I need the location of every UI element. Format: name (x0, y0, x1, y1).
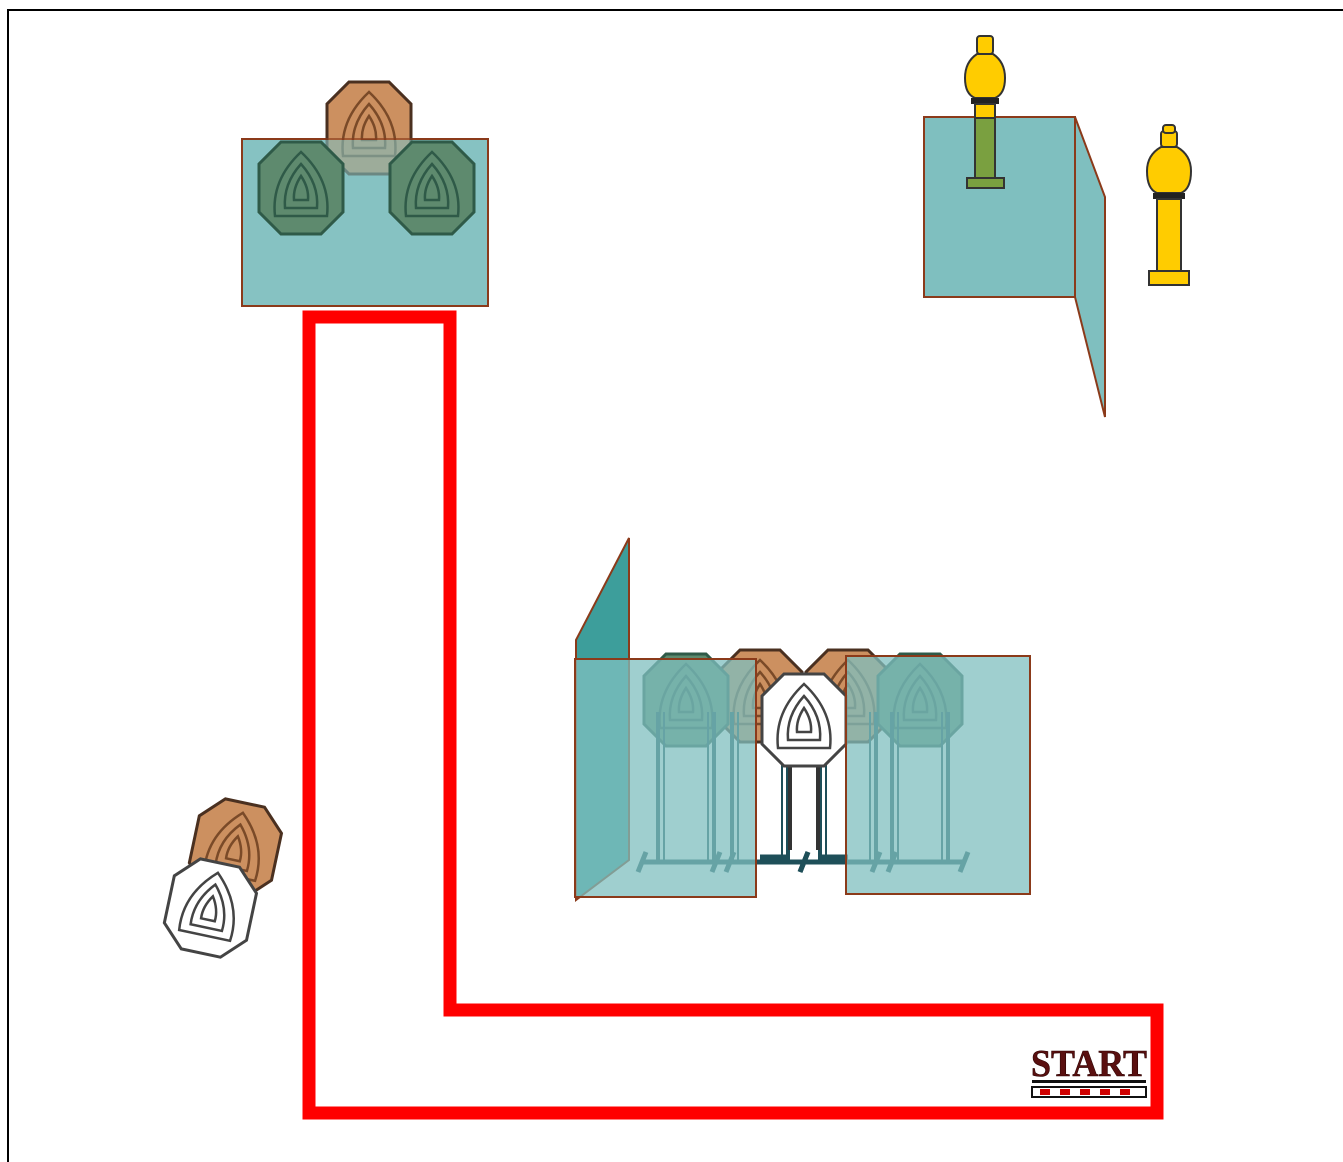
start-underline (1032, 1080, 1146, 1083)
start-label: START (1031, 1043, 1147, 1085)
no-shoot-stand (760, 760, 848, 860)
frame-border (7, 9, 1343, 1162)
paper-target-icon (257, 140, 345, 236)
target-group-left (158, 792, 288, 964)
steel-popper-icon (963, 35, 1007, 189)
paper-target-icon (388, 140, 476, 236)
start-bar-stripes (1040, 1089, 1130, 1095)
popper-group-top-right (923, 35, 1192, 418)
barrier-wall-icon (574, 658, 757, 898)
target-group-top-left (241, 80, 489, 307)
target-group-center (574, 537, 1031, 903)
start-marker-icon: START (1031, 1043, 1147, 1098)
steel-popper-icon (1146, 124, 1192, 286)
barrier-wall-icon (1074, 116, 1106, 418)
barrier-wall-icon (845, 655, 1031, 895)
shooting-area-boundary (302, 310, 1164, 1120)
barrier-wall-icon (923, 116, 1076, 298)
no-shoot-target-icon (760, 672, 848, 768)
